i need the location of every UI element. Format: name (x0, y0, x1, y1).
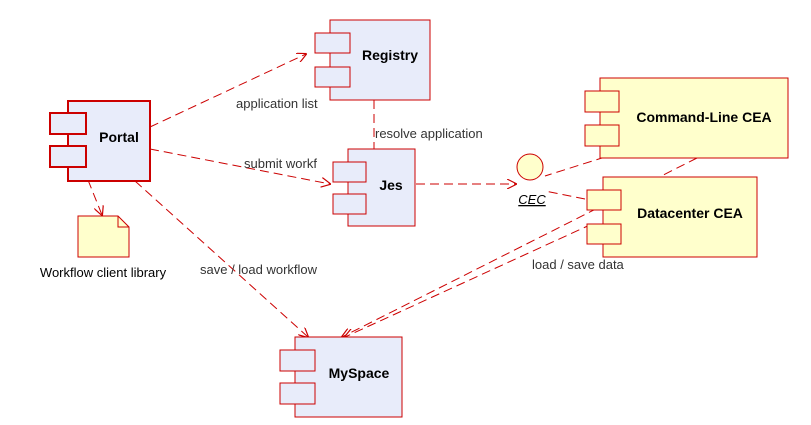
portal-port-icon (49, 145, 87, 168)
jes-component[interactable]: Jes (332, 148, 416, 227)
registry-component[interactable]: Registry (314, 19, 431, 101)
edge-label-submit-workflow: submit workf (244, 156, 317, 171)
cec-label: CEC (518, 192, 546, 207)
datacenter-cea-label: Datacenter CEA (637, 205, 743, 221)
jes-label: Jes (379, 177, 403, 193)
datacenter-cea-port-icon (586, 223, 622, 245)
command-line-cea-label: Command-Line CEA (636, 109, 771, 125)
edge-label-resolve-application: resolve application (375, 126, 483, 141)
myspace-port-icon (279, 349, 316, 372)
command-line-cea-component[interactable]: Command-Line CEA (584, 77, 789, 159)
edge-label-save-load-workflow: save / load workflow (200, 262, 318, 277)
edge-datacenter-myspace (345, 223, 593, 337)
edge-portal-myspace (134, 180, 308, 337)
portal-component[interactable]: Portal (49, 100, 151, 182)
registry-port-icon (314, 66, 351, 88)
jes-port-icon (332, 161, 367, 183)
cec-interface[interactable]: CEC (516, 153, 546, 207)
portal-port-icon (49, 112, 87, 135)
jes-port-icon (332, 193, 367, 215)
datacenter-cea-component[interactable]: Datacenter CEA (586, 176, 758, 258)
cec-lollipop-icon (516, 153, 544, 181)
datacenter-cea-port-icon (586, 189, 622, 211)
edge-cmdcea-myspace (342, 157, 698, 337)
command-line-cea-port-icon (584, 90, 620, 113)
myspace-label: MySpace (329, 365, 390, 381)
note-label: Workflow client library (40, 265, 167, 280)
edge-datacenter-cec (544, 190, 586, 200)
edge-label-application-list: application list (236, 96, 318, 111)
myspace-port-icon (279, 382, 316, 405)
edge-portal-registry (149, 54, 306, 128)
workflow-client-library-note[interactable]: Workflow client library (40, 215, 167, 280)
note-icon (77, 215, 130, 258)
registry-port-icon (314, 32, 351, 54)
edge-portal-jes (149, 148, 330, 184)
command-line-cea-port-icon (584, 124, 620, 147)
edge-cmdcea-cec (544, 156, 606, 177)
portal-label: Portal (99, 129, 139, 145)
edge-label-load-save-data: load / save data (532, 257, 625, 272)
myspace-component[interactable]: MySpace (279, 336, 403, 418)
edge-portal-note (87, 179, 102, 215)
registry-label: Registry (362, 47, 418, 63)
